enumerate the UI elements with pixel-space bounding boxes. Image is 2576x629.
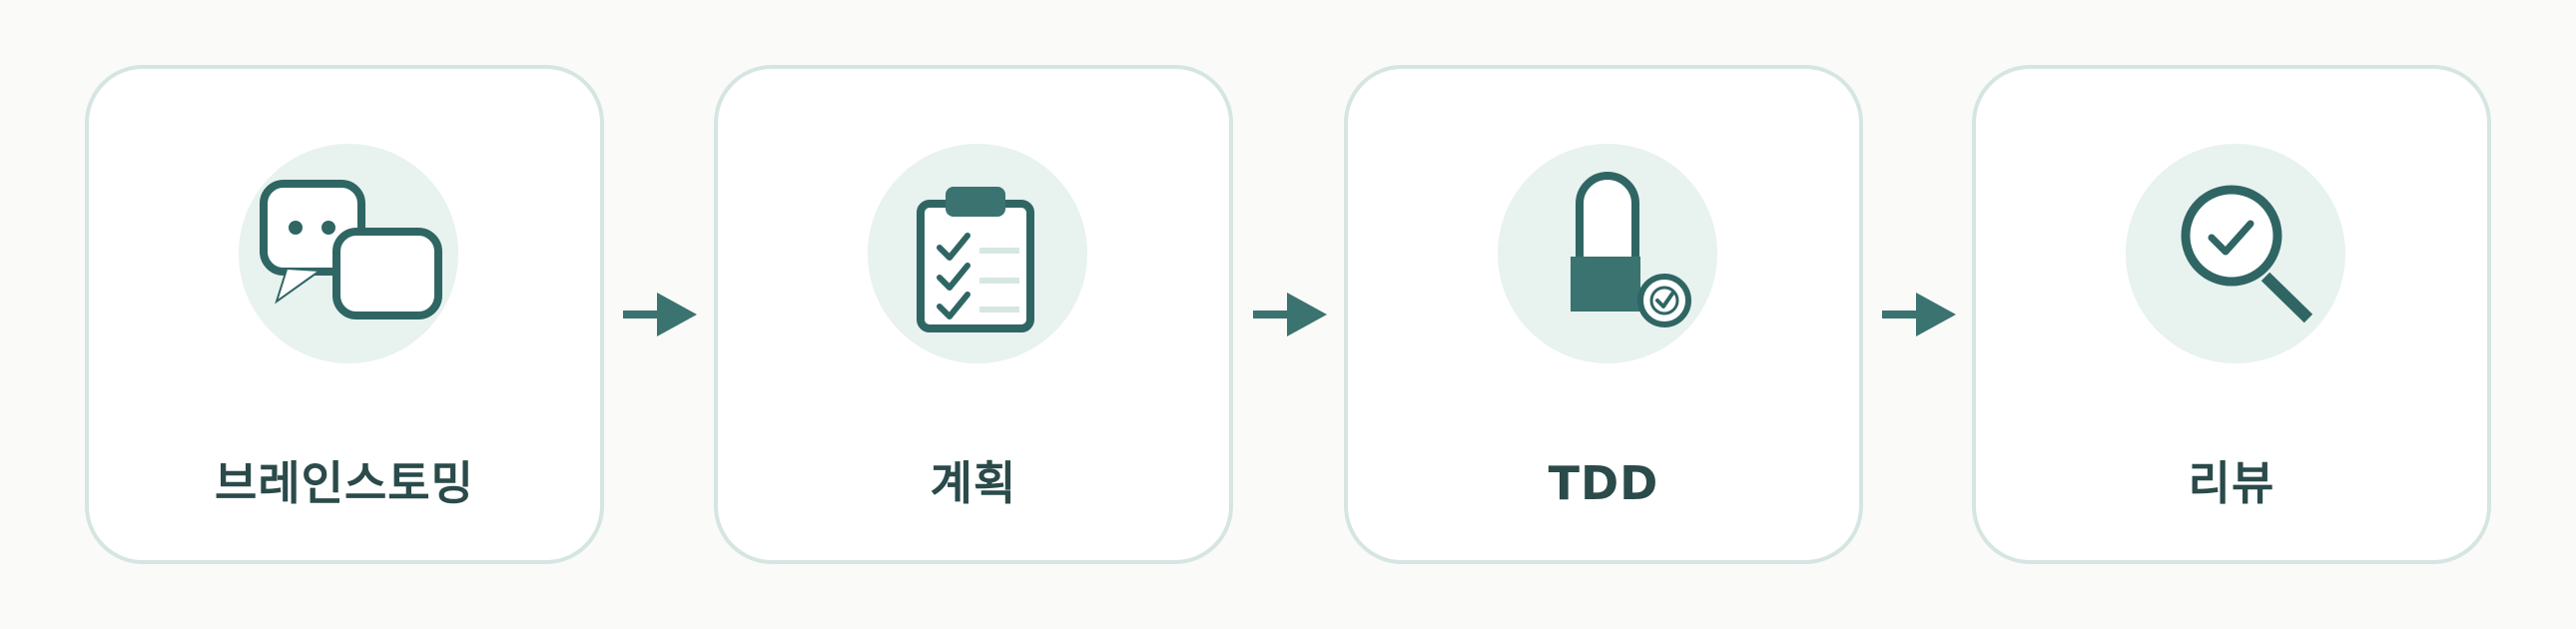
step-card-tdd: TDD — [1344, 65, 1863, 564]
step-card-review: 리뷰 — [1972, 65, 2491, 564]
magnifier-check-icon — [2126, 144, 2345, 363]
step-label: TDD — [1548, 456, 1659, 510]
arrow-right-icon — [623, 293, 697, 336]
lock-check-icon — [1498, 144, 1717, 363]
clipboard-checklist-icon — [868, 144, 1087, 363]
step-card-brainstorming: 브레인스토밍 — [85, 65, 604, 564]
arrow-right-icon — [1882, 293, 1956, 336]
step-label: 계획 — [930, 456, 1017, 510]
step-label: 리뷰 — [2188, 456, 2275, 510]
arrow-right-icon — [1253, 293, 1327, 336]
speech-bubbles-icon — [239, 144, 458, 363]
step-card-planning: 계획 — [714, 65, 1233, 564]
step-label: 브레인스토밍 — [215, 456, 474, 510]
